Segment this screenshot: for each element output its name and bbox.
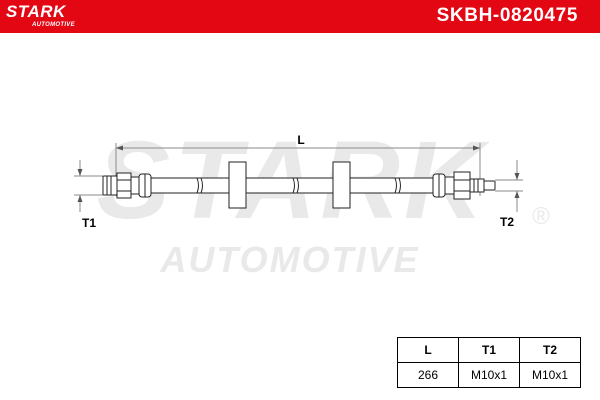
left-fitting bbox=[102, 172, 152, 199]
dimension-l-label: L bbox=[297, 133, 304, 147]
part-number: SKBH-0820475 bbox=[436, 5, 578, 26]
right-fitting bbox=[432, 171, 496, 200]
dimension-t2: T2 bbox=[495, 160, 523, 229]
left-hex bbox=[116, 172, 132, 199]
watermark: STARK AUTOMOTIVE ® bbox=[97, 119, 551, 280]
spec-value-t1: M10x1 bbox=[458, 362, 520, 388]
spec-table-value-row: 266 M10x1 M10x1 bbox=[397, 362, 581, 388]
right-collar bbox=[444, 176, 455, 195]
spec-value-t2: M10x1 bbox=[519, 362, 581, 388]
header-bar: STARK AUTOMOTIVE SKBH-0820475 bbox=[0, 0, 600, 33]
spec-header-l: L bbox=[397, 337, 459, 363]
watermark-automotive: AUTOMOTIVE bbox=[159, 239, 419, 280]
spec-header-t1: T1 bbox=[458, 337, 520, 363]
spec-table-header-row: L T1 T2 bbox=[397, 337, 581, 363]
bracket-left bbox=[228, 161, 247, 209]
logo-subtext: AUTOMOTIVE bbox=[32, 22, 75, 28]
logo-text: STARK bbox=[6, 2, 66, 21]
right-hex bbox=[453, 171, 471, 200]
dimension-t2-label: T2 bbox=[500, 215, 514, 229]
spec-value-l: 266 bbox=[397, 362, 459, 388]
bracket-right bbox=[332, 161, 351, 209]
right-nozzle bbox=[483, 180, 496, 191]
dimension-t1: T1 bbox=[74, 160, 103, 230]
spec-table: L T1 T2 266 M10x1 M10x1 bbox=[397, 337, 581, 388]
right-thread-end bbox=[469, 178, 485, 193]
left-thread-end bbox=[102, 175, 118, 196]
left-collar bbox=[130, 176, 140, 195]
brake-hose-drawing: STARK AUTOMOTIVE ® L T1 T2 bbox=[74, 119, 551, 280]
watermark-registered: ® bbox=[532, 203, 550, 230]
spec-header-t2: T2 bbox=[519, 337, 581, 363]
dimension-t1-label: T1 bbox=[82, 216, 96, 230]
hose-crease-marks bbox=[196, 177, 401, 194]
stark-logo: STARK AUTOMOTIVE bbox=[6, 2, 102, 32]
brake-hose bbox=[102, 161, 496, 209]
